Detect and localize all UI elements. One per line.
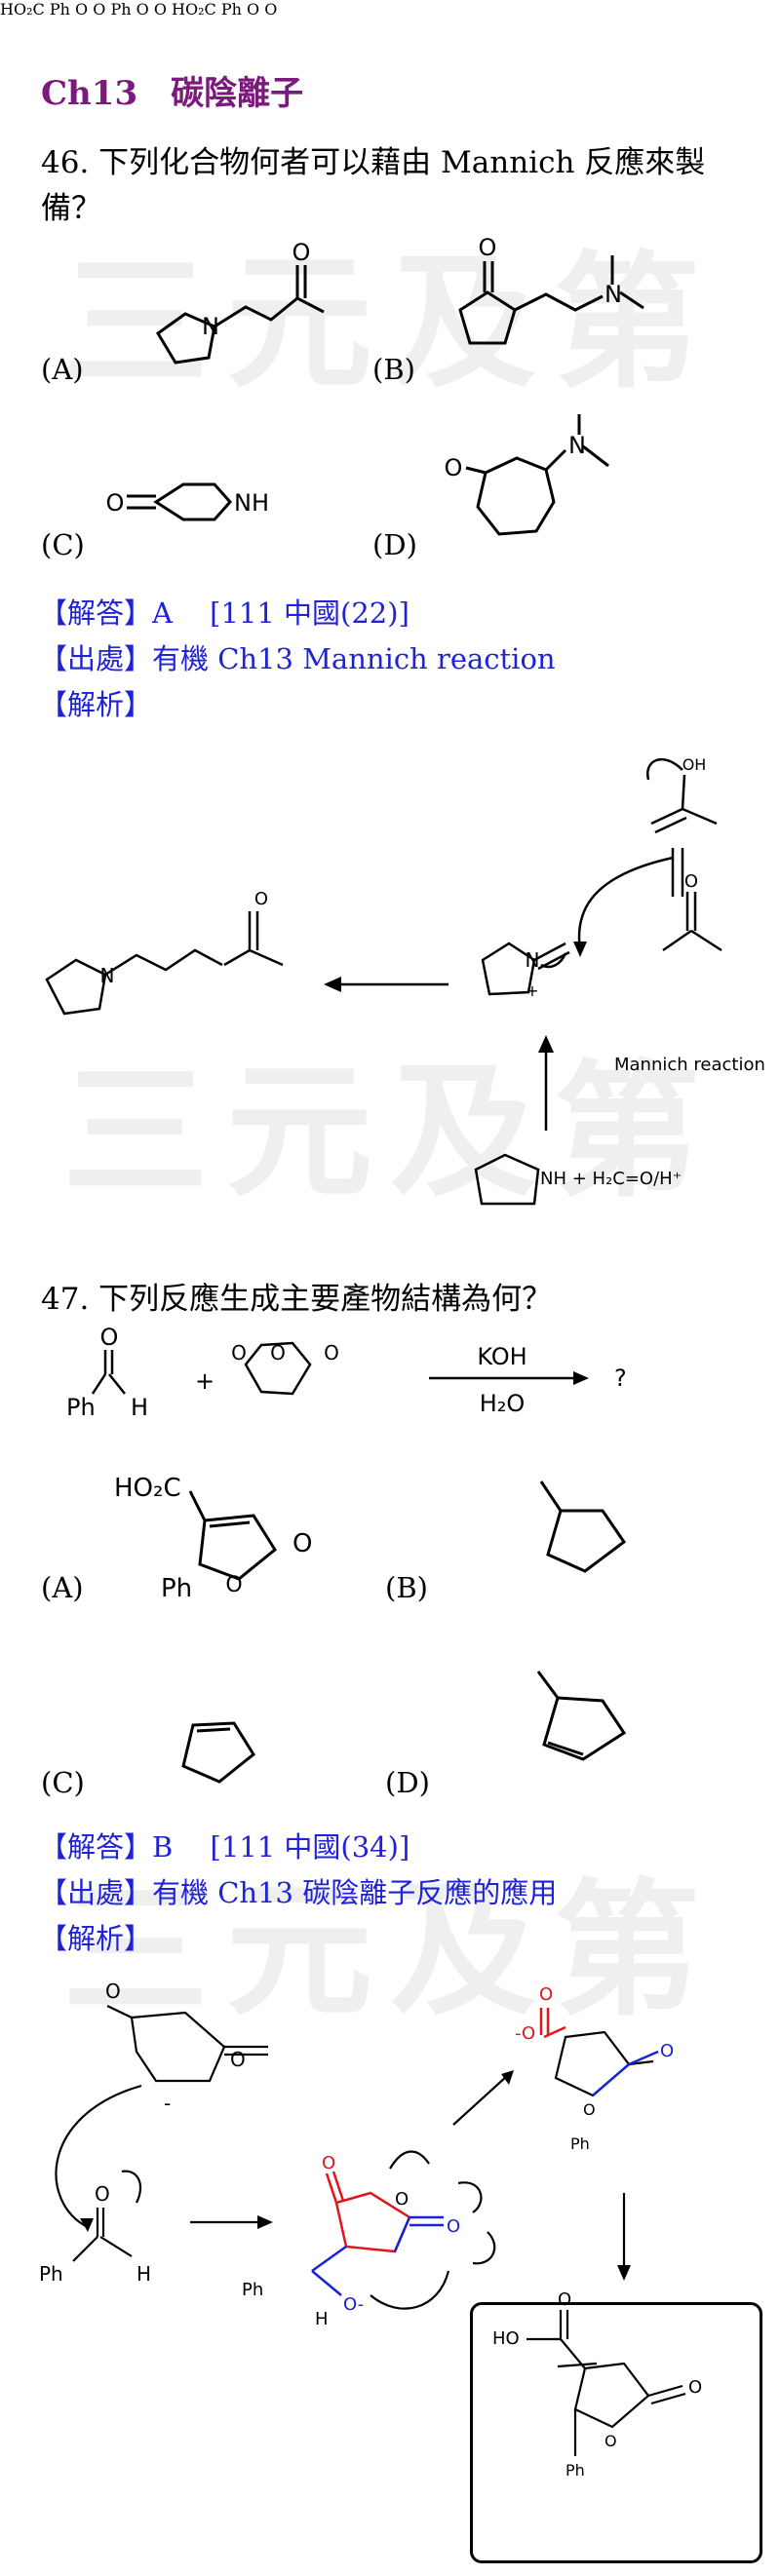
q47a-ring-o: O (225, 1573, 242, 1597)
mech-carboxylate: -O (515, 2023, 535, 2044)
mech-aldehyde-h: H (136, 2262, 151, 2286)
q47d-ph: Ph (220, 0, 242, 19)
q47c-carbonyl-o: O (153, 0, 167, 19)
q46d-o: O (445, 454, 463, 481)
q47-anhydride-o-right: O (324, 1341, 339, 1365)
q47-anhydride-o: O (270, 1341, 286, 1365)
mech-red-o: O (322, 2153, 335, 2173)
watermark: 三元及第 (61, 1048, 718, 1217)
mech-lactone-ph: Ph (570, 2134, 590, 2153)
mech-intermediate-ph: Ph (242, 2280, 263, 2300)
q47-option-a: (A) (41, 1571, 84, 1604)
q46-structure-a: N O (156, 239, 325, 365)
q46a-o: O (292, 239, 311, 266)
final-product-box (470, 2302, 762, 2563)
scheme-o-acetone: O (684, 871, 698, 892)
q47d-carbonyl-o: O (264, 0, 278, 19)
q46-structure-d: O N (445, 414, 609, 536)
scheme-o: O (254, 889, 268, 909)
q47-plus: + (195, 1367, 214, 1395)
q47c-ring-o: O (136, 0, 149, 19)
q46c-nh: NH (234, 489, 269, 517)
q46-structure-c: O NH (106, 482, 269, 521)
mech-blue-o: O (447, 2216, 460, 2237)
mech-ring-o: O (395, 2189, 409, 2210)
q46c-o: O (106, 489, 125, 517)
q46-option-d: (D) (372, 528, 417, 561)
question-46-text: 46. 下列化合物何者可以藉由 Mannich 反應來製備？ (41, 145, 706, 226)
mech-carbanion-charge: - (164, 2092, 171, 2115)
q47-options-structures: HO₂C Ph O O (114, 1474, 627, 1784)
mech-product-ph: Ph (566, 2461, 585, 2480)
q46a-n: N (202, 313, 219, 340)
scheme-n-product: N (100, 964, 115, 987)
q47-aldehyde-o: O (100, 1324, 119, 1351)
q47-product: ? (614, 1365, 627, 1392)
q47-reagent-koh: KOH (477, 1343, 526, 1370)
q47-option-d: (D) (385, 1766, 430, 1799)
scheme-reagents: NH + H₂C=O/H⁺ (540, 1169, 682, 1189)
mech-anhydride-o: O (230, 2048, 246, 2071)
q47b-carbonyl-o: O (93, 0, 106, 19)
q47c-ph: Ph (110, 0, 132, 19)
mech-product-ho: HO (492, 2328, 520, 2349)
q47d-ho2c: HO₂C (172, 0, 216, 19)
q46-structure-b: O N (458, 234, 644, 345)
q47-h: H (131, 1394, 148, 1421)
question-47-text: 47. 下列反應生成主要產物結構為何？ (41, 1282, 553, 1317)
q47-mechanism: O O - Ph H O Ph H O- O O O -O O O O Ph H… (39, 1980, 702, 2480)
mech-product-ring-o: O (604, 2432, 617, 2450)
q46d-n: N (568, 432, 586, 459)
q47a-ph: Ph (161, 1574, 192, 1603)
scheme-oh: OH (682, 755, 707, 774)
scheme-reaction-label: Mannich reaction (614, 1055, 765, 1075)
q46b-n: N (604, 281, 622, 308)
mannich-scheme: O N N + OH O Mannich reaction NH + H₂C=O… (45, 755, 765, 1206)
q46-source: 【出處】有機 Ch13 Mannich reaction (39, 642, 556, 675)
q47-option-c: (C) (41, 1766, 85, 1799)
scheme-plus: + (526, 981, 538, 1000)
q47a-carbonyl-o: O (292, 1529, 312, 1558)
q47a-ho2c: HO₂C (114, 1474, 181, 1503)
q46-analysis: 【解析】 (39, 688, 153, 721)
q46-option-b: (B) (372, 353, 415, 386)
watermark: 三元及第 (61, 1866, 718, 2036)
mech-intermediate-h: H (315, 2309, 329, 2329)
q47-ph: Ph (66, 1394, 96, 1421)
watermark: 三元及第 (61, 239, 718, 408)
mech-product-carbonyl-o: O (688, 2377, 702, 2398)
q47-reagent-h2o: H₂O (480, 1390, 526, 1417)
q47b-ho2c: HO₂C (0, 0, 45, 19)
mech-lactone-o: O (583, 2100, 596, 2119)
mech-anhydride-o-top: O (105, 1980, 121, 2003)
q46-option-c: (C) (41, 528, 85, 561)
mech-carboxylate-o: O (539, 1984, 553, 2005)
q46-answer: 【解答】A [111 中國(22)] (39, 596, 410, 630)
chapter-title: Ch13 碳陰離子 (41, 74, 304, 113)
q47-option-b: (B) (385, 1571, 428, 1604)
mech-aldehyde-ph: Ph (39, 2262, 63, 2286)
q47d-ring-o: O (247, 0, 260, 19)
q47-source: 【出處】有機 Ch13 碳陰離子反應的應用 (39, 1876, 558, 1909)
q47b-ph: Ph (49, 0, 70, 19)
q47-reaction: Ph H O + O O O KOH H₂O ? (66, 1324, 627, 1421)
mech-lactone-carbonyl-o: O (660, 2041, 674, 2061)
q47b-ring-o: O (75, 0, 89, 19)
mech-aldehyde-o: O (95, 2182, 110, 2206)
mech-alkoxide: O- (343, 2294, 364, 2315)
scheme-n-iminium: N (526, 948, 540, 972)
q46-option-a: (A) (41, 353, 84, 386)
q47-answer: 【解答】B [111 中國(34)] (39, 1830, 410, 1864)
q47-anhydride-o-left: O (231, 1341, 247, 1365)
q47-analysis: 【解析】 (39, 1922, 153, 1955)
q46b-o: O (479, 234, 497, 261)
